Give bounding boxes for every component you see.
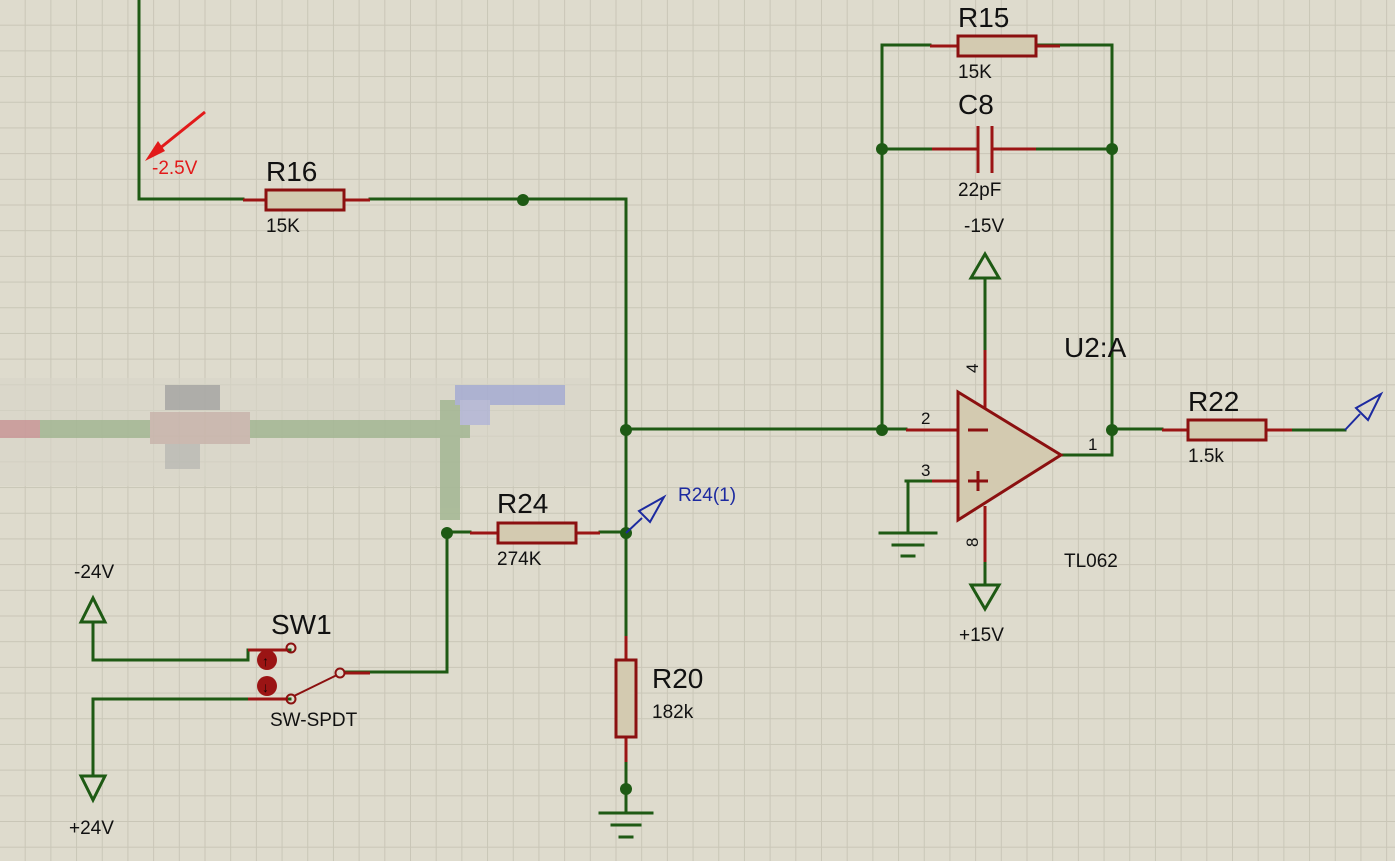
annotation-arrow-icon — [145, 110, 206, 161]
probe-label: R24(1) — [678, 485, 736, 506]
sw1-reference: SW1 — [271, 609, 332, 640]
opamp-u2a[interactable] — [906, 350, 1064, 562]
ground-symbol-icon — [878, 531, 938, 558]
switch-sw1[interactable] — [248, 642, 370, 705]
svg-text:↑: ↑ — [262, 653, 269, 669]
ground-symbol-icon — [598, 811, 654, 839]
rail-pos24-label: +24V — [69, 818, 114, 839]
output-probe-icon[interactable] — [1344, 391, 1384, 431]
wire-feedback-right — [1034, 43, 1114, 431]
rail-pos15-label: +15V — [959, 625, 1004, 646]
rail-neg24-arrow-icon — [78, 594, 108, 624]
junction-dot — [441, 527, 453, 539]
u2a-pin-3: 3 — [921, 461, 930, 480]
switch-toggle-button-icon[interactable]: ↑ ↓ — [257, 650, 277, 696]
u2a-reference: U2:A — [1064, 332, 1127, 363]
r15-reference: R15 — [958, 2, 1009, 33]
u2a-pin-1: 1 — [1088, 435, 1097, 454]
u2a-part-number: TL062 — [1064, 551, 1118, 572]
voltage-probe-icon[interactable] — [625, 494, 667, 534]
junction-dot — [620, 783, 632, 795]
blurred-region — [0, 378, 590, 520]
junction-dot — [876, 143, 888, 155]
resistor-r15[interactable] — [930, 34, 1060, 58]
wire-output — [1059, 427, 1164, 457]
wire-input-left — [137, 0, 245, 201]
u2a-pin-4: 4 — [963, 364, 982, 373]
c8-value: 22pF — [958, 180, 1001, 201]
wire-summing-vertical — [368, 197, 628, 791]
wires — [91, 0, 1347, 814]
junction-dot — [620, 424, 632, 436]
resistor-r24[interactable] — [470, 521, 600, 545]
r24-reference: R24 — [497, 488, 548, 519]
r16-reference: R16 — [266, 156, 317, 187]
annotation-voltage-label: -2.5V — [152, 158, 198, 179]
wire-pos24-switch — [91, 697, 292, 778]
u2a-pin-8: 8 — [963, 538, 982, 547]
r20-value: 182k — [652, 702, 694, 723]
r22-value: 1.5k — [1188, 446, 1224, 467]
rail-pos15-arrow-icon — [968, 583, 1002, 612]
rail-neg24-label: -24V — [74, 562, 114, 583]
r22-reference: R22 — [1188, 386, 1239, 417]
junction-dot — [1106, 143, 1118, 155]
r16-value: 15K — [266, 216, 300, 237]
junction-dot — [1106, 424, 1118, 436]
u2a-pin-2: 2 — [921, 409, 930, 428]
r20-reference: R20 — [652, 663, 703, 694]
r15-value: 15K — [958, 62, 992, 83]
wire-switch-common — [343, 530, 449, 674]
resistor-r20[interactable] — [614, 636, 638, 762]
r24-value: 274K — [497, 549, 542, 570]
rail-neg15-arrow-icon — [968, 251, 1002, 280]
rail-neg15-label: -15V — [964, 216, 1004, 237]
capacitor-c8[interactable] — [932, 126, 1036, 173]
svg-text:↓: ↓ — [262, 679, 269, 695]
resistor-r22[interactable] — [1162, 418, 1292, 442]
c8-reference: C8 — [958, 89, 994, 120]
resistor-r16[interactable] — [243, 188, 370, 212]
wire-feedback-left — [880, 43, 932, 431]
rail-pos24-arrow-icon — [78, 774, 108, 804]
junction-dot — [876, 424, 888, 436]
sw1-value: SW-SPDT — [270, 710, 358, 731]
junctions — [441, 143, 1118, 795]
junction-dot — [517, 194, 529, 206]
